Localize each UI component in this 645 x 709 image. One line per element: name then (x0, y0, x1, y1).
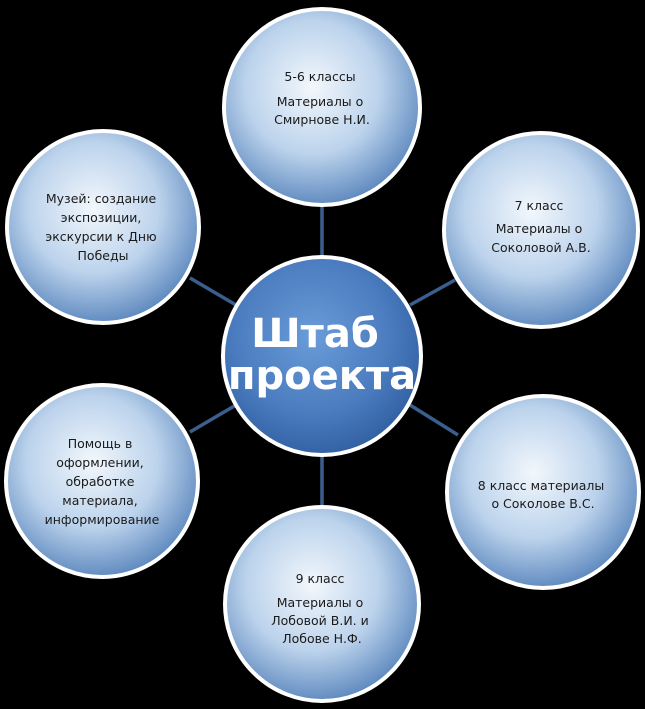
connectors (189, 204, 459, 510)
center-label: Штаб проекта (228, 311, 416, 399)
center-circle (221, 255, 423, 457)
node-lower-right: 8 класс материалы о Соколове В.С. (445, 394, 641, 590)
node-upper-left: Музей: создание экспозиции, экскурсии к … (5, 129, 201, 325)
node-bottom-circle (223, 505, 421, 703)
node-lower-left-label: Помощь в оформлении, обработке материала… (45, 436, 160, 527)
center-line-2: проекта (228, 353, 416, 399)
node-lower-left-line-3: обработке (66, 474, 135, 489)
node-upper-right-label: 7 класс Материалы о Соколовой А.В. (491, 198, 590, 255)
connector-lower-left (189, 403, 237, 434)
node-bottom-line-3: Лобовой В.И. и (271, 613, 369, 628)
node-upper-left-line-3: экскурсии к Дню (45, 229, 156, 244)
node-top-line-3: Смирнове Н.И. (274, 112, 370, 127)
node-lower-right-line-1: 8 класс материалы (478, 478, 604, 493)
connector-upper-left (189, 276, 237, 307)
node-upper-right-circle (442, 131, 640, 329)
node-upper-left-circle (5, 129, 201, 325)
node-lower-right-line-2: о Соколове В.С. (491, 496, 594, 511)
node-center: Штаб проекта (221, 255, 423, 457)
node-upper-right-line-1: 7 класс (515, 198, 564, 213)
node-lower-right-circle (445, 394, 641, 590)
node-bottom: 9 класс Материалы о Лобовой В.И. и Лобов… (223, 505, 421, 703)
node-lower-left: Помощь в оформлении, обработке материала… (4, 383, 200, 579)
node-bottom-line-1: 9 класс (296, 571, 345, 586)
node-upper-right: 7 класс Материалы о Соколовой А.В. (442, 131, 640, 329)
node-bottom-line-4: Лобове Н.Ф. (282, 631, 362, 646)
node-lower-left-line-4: материала, (62, 493, 137, 508)
node-upper-right-line-2: Материалы о (496, 221, 583, 236)
node-lower-left-circle (4, 383, 200, 579)
node-lower-left-line-1: Помощь в (68, 436, 133, 451)
node-bottom-label: 9 класс Материалы о Лобовой В.И. и Лобов… (271, 571, 372, 646)
node-lower-left-line-2: оформлении, (56, 455, 143, 470)
node-upper-right-line-3: Соколовой А.В. (491, 240, 590, 255)
node-upper-left-line-1: Музей: создание (46, 191, 157, 206)
node-upper-left-line-2: экспозиции, (61, 210, 142, 225)
node-lower-right-label: 8 класс материалы о Соколове В.С. (478, 478, 608, 511)
node-upper-left-line-4: Победы (78, 248, 129, 263)
node-top-line-1: 5-6 классы (284, 69, 355, 84)
node-top-label: 5-6 классы Материалы о Смирнове Н.И. (274, 69, 370, 127)
node-upper-left-label: Музей: создание экспозиции, экскурсии к … (45, 191, 160, 263)
center-line-1: Штаб (251, 311, 379, 357)
node-top-line-2: Материалы о (277, 94, 364, 109)
node-bottom-line-2: Материалы о (277, 595, 364, 610)
node-lower-left-line-5: информирование (45, 512, 160, 527)
connector-lower-right (409, 403, 459, 437)
node-top-circle (222, 7, 422, 207)
connector-upper-right (409, 278, 456, 307)
node-top: 5-6 классы Материалы о Смирнове Н.И. (222, 7, 422, 207)
